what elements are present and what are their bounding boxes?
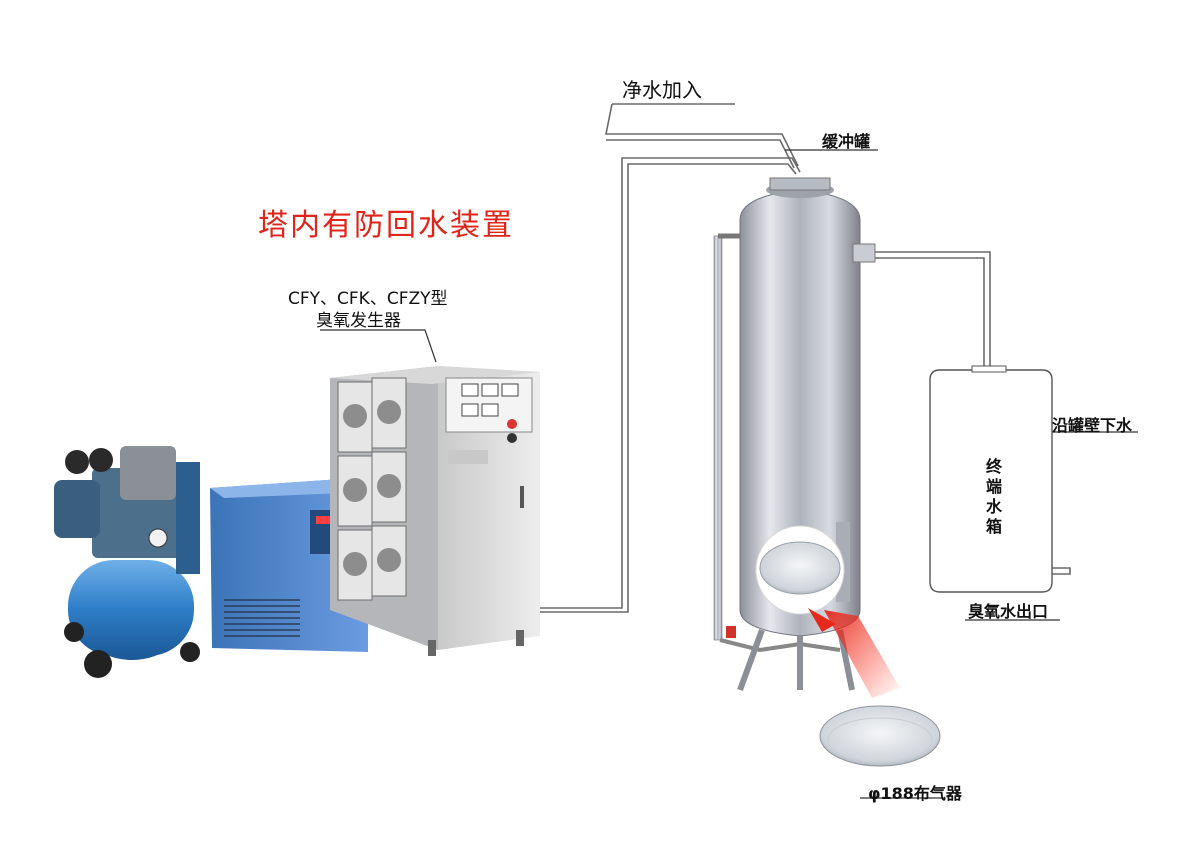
inlet-label: 净水加入	[622, 78, 702, 102]
piping	[540, 103, 1071, 613]
terminal-tank-icon	[929, 365, 1053, 593]
refrigerated-dryer-icon	[210, 478, 368, 652]
leader-lines	[320, 149, 1138, 799]
wall-flow-label: 沿罐壁下水	[1052, 416, 1133, 435]
buffer-tank-label: 缓冲罐	[822, 132, 871, 151]
ozone-generator-cabinet-icon	[330, 366, 540, 656]
diffuser-label: φ188布气器	[868, 784, 962, 803]
outlet-label: 臭氧水出口	[968, 602, 1049, 621]
generator-label-model: CFY、CFK、CFZY型	[288, 289, 448, 309]
terminal-tank-label: 终端水箱	[983, 458, 1002, 538]
diagram-title: 塔内有防回水装置	[258, 208, 514, 243]
air-compressor-icon	[54, 446, 200, 678]
generator-label-name: 臭氧发生器	[316, 311, 401, 331]
gas-diffuser-icon	[755, 525, 941, 767]
